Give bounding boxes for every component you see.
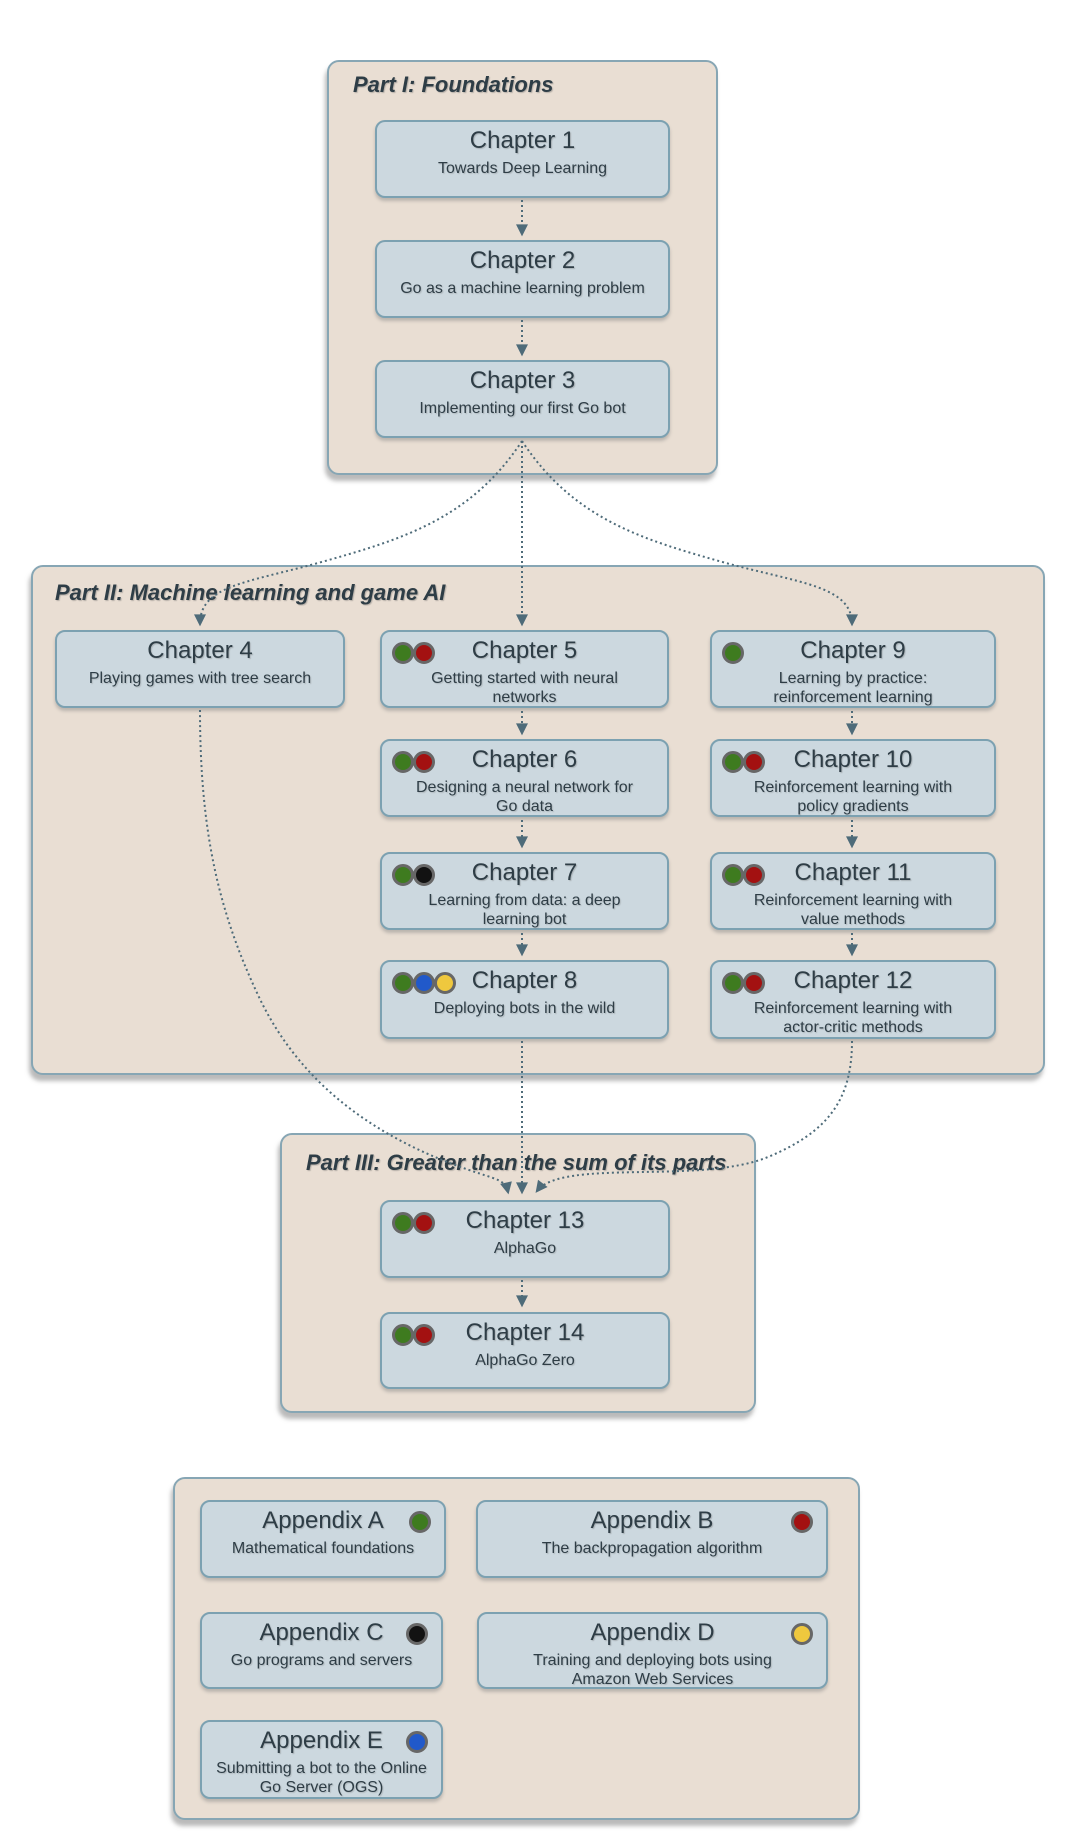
red-dot (413, 751, 435, 773)
appendix-a-title: Appendix A (262, 1507, 384, 1534)
chapter-12-dots (722, 972, 765, 994)
red-dot (743, 751, 765, 773)
green-dot (722, 864, 744, 886)
chapter-2-subtitle: Go as a machine learning problem (400, 279, 645, 297)
chapter-5-title: Chapter 5 (471, 637, 578, 664)
chapter-10-title: Chapter 10 (793, 746, 913, 773)
chapter-10-subtitle: Reinforcement learning with policy gradi… (753, 778, 953, 816)
appendix-b-box: Appendix B The backpropagation algorithm (476, 1500, 828, 1578)
chapter-5-box: Chapter 5 Getting started with neural ne… (380, 630, 669, 708)
chapter-11-dots (722, 864, 765, 886)
blue-dot (406, 1731, 428, 1753)
chapter-14-subtitle: AlphaGo Zero (475, 1351, 575, 1369)
chapter-2-title: Chapter 2 (469, 247, 576, 274)
appendix-a-box: Appendix A Mathematical foundations (200, 1500, 446, 1578)
chapter-9-subtitle: Learning by practice: reinforcement lear… (773, 669, 933, 707)
appendix-e-box: Appendix E Submitting a bot to the Onlin… (200, 1720, 443, 1799)
chapter-12-title: Chapter 12 (793, 967, 913, 994)
green-dot (392, 1212, 414, 1234)
chapter-9-title: Chapter 9 (800, 637, 906, 664)
green-dot (722, 751, 744, 773)
black-dot (406, 1623, 428, 1645)
appendix-e-subtitle: Submitting a bot to the Online Go Server… (216, 1759, 427, 1797)
chapter-4-subtitle: Playing games with tree search (88, 669, 312, 687)
chapter-11-title: Chapter 11 (794, 859, 912, 886)
chapter-6-box: Chapter 6 Designing a neural network for… (380, 739, 669, 817)
chapter-10-box: Chapter 10 Reinforcement learning with p… (710, 739, 996, 817)
chapter-6-subtitle: Designing a neural network for Go data (415, 778, 633, 816)
green-dot (722, 972, 744, 994)
chapter-6-dots (392, 751, 435, 773)
chapter-14-title: Chapter 14 (465, 1319, 585, 1346)
chapter-8-box: Chapter 8 Deploying bots in the wild (380, 960, 669, 1039)
red-dot (413, 1212, 435, 1234)
chapter-7-box: Chapter 7 Learning from data: a deep lea… (380, 852, 669, 930)
chapter-8-subtitle: Deploying bots in the wild (433, 999, 616, 1017)
appendix-e-dot (406, 1731, 428, 1753)
chapter-11-subtitle: Reinforcement learning with value method… (753, 891, 953, 929)
appendix-b-dot (791, 1511, 813, 1533)
blue-dot (413, 972, 435, 994)
appendix-a-dot (409, 1511, 431, 1533)
green-dot (392, 751, 414, 773)
red-dot (413, 1324, 435, 1346)
appendix-d-box: Appendix D Training and deploying bots u… (477, 1612, 828, 1689)
appendix-b-title: Appendix B (590, 1507, 714, 1534)
chapter-12-box: Chapter 12 Reinforcement learning with a… (710, 960, 996, 1039)
chapter-4-box: Chapter 4 Playing games with tree search (55, 630, 345, 708)
chapter-5-subtitle: Getting started with neural networks (431, 669, 618, 707)
appendix-c-dot (406, 1623, 428, 1645)
chapter-3-title: Chapter 3 (469, 367, 576, 394)
chapter-12-subtitle: Reinforcement learning with actor-critic… (753, 999, 953, 1037)
green-dot (392, 972, 414, 994)
green-dot (409, 1511, 431, 1533)
chapter-1-subtitle: Towards Deep Learning (438, 159, 607, 177)
green-dot (392, 642, 414, 664)
chapter-5-dots (392, 642, 435, 664)
appendix-c-box: Appendix C Go programs and servers (200, 1612, 443, 1689)
red-dot (413, 642, 435, 664)
green-dot (722, 642, 744, 664)
appendix-c-title: Appendix C (259, 1619, 384, 1646)
chapter-3-subtitle: Implementing our first Go bot (419, 399, 626, 417)
chapter-3-box: Chapter 3 Implementing our first Go bot (375, 360, 670, 438)
chapter-7-dots (392, 864, 435, 886)
chapter-1-box: Chapter 1 Towards Deep Learning (375, 120, 670, 198)
part2-title: Part II: Machine learning and game AI (55, 580, 446, 605)
chapter-4-title: Chapter 4 (147, 637, 253, 664)
appendix-d-dot (791, 1623, 813, 1645)
chapter-2-box: Chapter 2 Go as a machine learning probl… (375, 240, 670, 318)
chapter-10-dots (722, 751, 765, 773)
part3-title: Part III: Greater than the sum of its pa… (306, 1150, 727, 1175)
green-dot (392, 864, 414, 886)
chapter-11-box: Chapter 11 Reinforcement learning with v… (710, 852, 996, 930)
appendix-d-title: Appendix D (590, 1619, 715, 1646)
red-dot (791, 1511, 813, 1533)
part1-title: Part I: Foundations (353, 72, 554, 97)
chapter-13-box: Chapter 13 AlphaGo (380, 1200, 670, 1278)
appendix-e-title: Appendix E (260, 1727, 383, 1754)
chapter-1-title: Chapter 1 (469, 127, 576, 154)
chapter-9-dots (722, 642, 744, 664)
black-dot (413, 864, 435, 886)
chapter-14-dots (392, 1324, 435, 1346)
red-dot (743, 972, 765, 994)
appendix-d-subtitle: Training and deploying bots using Amazon… (533, 1651, 772, 1689)
chapter-7-subtitle: Learning from data: a deep learning bot (428, 891, 621, 929)
green-dot (392, 1324, 414, 1346)
appendix-c-subtitle: Go programs and servers (230, 1651, 413, 1669)
red-dot (743, 864, 765, 886)
yellow-dot (434, 972, 456, 994)
chapter-13-subtitle: AlphaGo (493, 1239, 557, 1257)
chapter-13-dots (392, 1212, 435, 1234)
chapter-8-dots (392, 972, 456, 994)
chapter-9-box: Chapter 9 Learning by practice: reinforc… (710, 630, 996, 708)
appendix-b-subtitle: The backpropagation algorithm (541, 1539, 763, 1557)
chapter-14-box: Chapter 14 AlphaGo Zero (380, 1312, 670, 1389)
appendix-a-subtitle: Mathematical foundations (231, 1539, 415, 1557)
yellow-dot (791, 1623, 813, 1645)
chapter-13-title: Chapter 13 (465, 1207, 585, 1234)
